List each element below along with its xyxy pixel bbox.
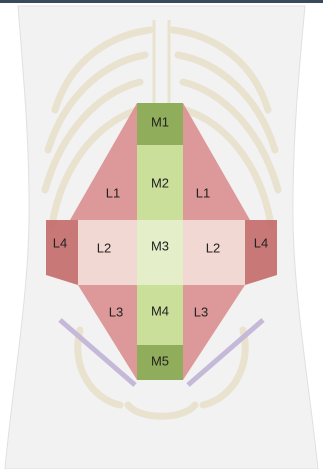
label-l3-left: L3 bbox=[109, 304, 123, 319]
zone-l4-right bbox=[245, 220, 277, 285]
label-m3: M3 bbox=[151, 238, 169, 253]
label-m1: M1 bbox=[151, 114, 169, 129]
label-l3-right: L3 bbox=[194, 304, 208, 319]
label-l4-right: L4 bbox=[254, 235, 268, 250]
label-l1-left: L1 bbox=[106, 185, 120, 200]
label-l2-right: L2 bbox=[206, 240, 220, 255]
label-m2: M2 bbox=[151, 175, 169, 190]
zone-l4-left bbox=[46, 220, 78, 285]
label-l4-left: L4 bbox=[53, 235, 67, 250]
top-border bbox=[0, 0, 323, 3]
label-m5: M5 bbox=[151, 353, 169, 368]
label-l2-left: L2 bbox=[97, 240, 111, 255]
label-m4: M4 bbox=[151, 303, 169, 318]
label-l1-right: L1 bbox=[196, 185, 210, 200]
